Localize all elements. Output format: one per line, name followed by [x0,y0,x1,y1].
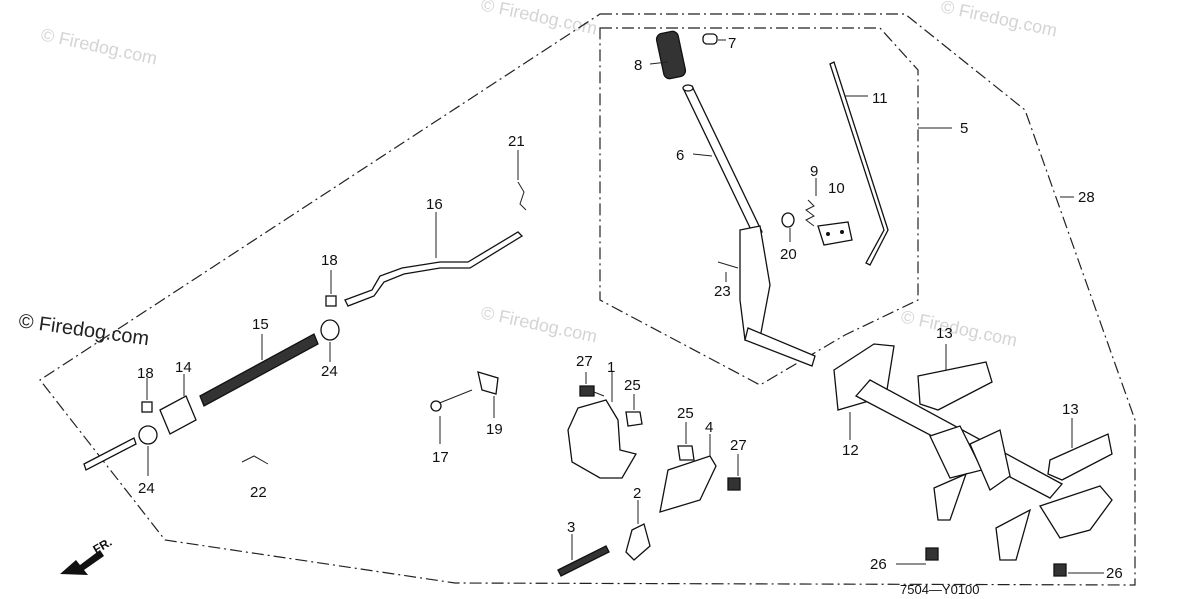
label-part-23: 23 [714,283,731,300]
bracket-part-13-a [917,344,993,411]
spring-part-15 [199,333,319,407]
label-part-3: 3 [567,519,575,536]
rod-part-16 [344,212,524,307]
label-part-26-a: 26 [870,556,887,573]
label-part-24-a: 24 [321,363,338,380]
nut-part-25-b [677,422,695,461]
label-part-1: 1 [607,359,615,376]
label-part-21: 21 [508,133,525,150]
label-part-14: 14 [175,359,192,376]
watermark-top-right: © Firedog.com [939,0,1059,41]
label-part-22: 22 [250,484,267,501]
spring-part-9 [805,178,817,227]
label-part-7: 7 [728,35,736,52]
label-part-11: 11 [872,90,888,107]
bracket-part-2 [625,500,651,561]
label-part-25-a: 25 [624,377,641,394]
label-part-10: 10 [828,180,845,197]
label-part-6: 6 [676,147,684,164]
label-part-2: 2 [633,485,641,502]
bolt-part-26-a [896,547,939,565]
bracket-part-10 [817,221,853,246]
label-part-27-b: 27 [730,437,747,454]
watermark-mid-right: © Firedog.com [899,306,1019,350]
label-part-19: 19 [486,421,503,438]
bracket-part-1 [567,372,637,479]
tie-part-17 [430,389,473,444]
clip-part-19 [477,371,499,418]
label-part-12: 12 [842,442,859,459]
label-part-18-b: 18 [137,365,154,382]
clip-part-22 [241,455,269,465]
bolt-part-18-a [325,270,337,307]
collar-part-24-a [320,319,340,362]
shaft-part-12 [833,343,1113,561]
bolt-part-27-b [727,454,741,491]
label-part-20: 20 [780,246,797,263]
label-part-28: 28 [1078,189,1095,206]
bolt-part-18-b [141,378,153,413]
bracket-part-13-b [1047,418,1113,481]
bolt-part-26-b [1053,563,1104,577]
collar-part-24-b [138,425,158,476]
watermark-mid-left: © Firedog.com [17,310,150,350]
grip-part-8 [649,30,687,80]
watermark-mid-center: © Firedog.com [479,302,599,346]
plate-part-4 [659,434,717,513]
pin-part-23 [717,261,739,282]
watermark-top-mid: © Firedog.com [479,0,599,39]
clip-part-21 [517,150,527,211]
spring-part-3 [557,534,610,577]
watermark-top-left: © Firedog.com [39,24,159,68]
label-part-24-b: 24 [138,480,155,497]
rod-part-11 [829,61,889,266]
washer-part-20 [781,212,795,242]
sleeve-part-14 [159,374,197,435]
rod-front [83,437,137,471]
label-part-13-b: 13 [1062,401,1079,418]
label-part-27-a: 27 [576,353,593,370]
label-part-4: 4 [705,419,713,436]
label-part-25-b: 25 [677,405,694,422]
lever-part-6 [682,84,816,367]
label-part-16: 16 [426,196,443,213]
label-part-15: 15 [252,316,269,333]
label-part-26-b: 26 [1106,565,1123,582]
label-part-17: 17 [432,449,449,466]
assembly-outline-5 [599,27,919,386]
label-part-5: 5 [960,120,968,137]
label-part-13-a: 13 [936,325,953,342]
label-part-9: 9 [810,163,818,180]
front-indicator-label: FR. [91,535,115,557]
label-part-18-a: 18 [321,252,338,269]
assembly-outline-28 [39,13,1136,586]
nut-part-25-a [625,394,643,427]
label-part-8: 8 [634,57,642,74]
front-arrow: FR. [60,535,114,575]
diagram-reference: 7504—Y0100 [900,582,980,597]
pin-part-7 [702,33,726,45]
bolt-part-27-a [579,372,605,397]
